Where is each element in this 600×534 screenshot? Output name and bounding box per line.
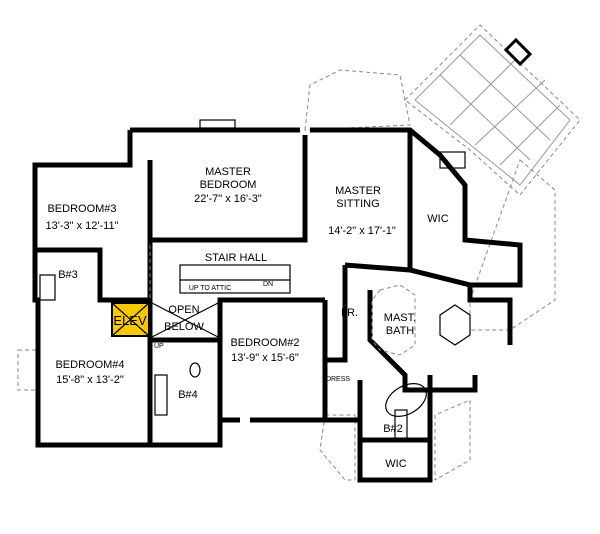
bath2-wic-label: WIC: [385, 458, 406, 470]
elevator-label: ELEV: [113, 313, 147, 328]
bedroom3-size: 13'-3" x 12'-11": [46, 220, 119, 232]
stair-up-label: UP: [154, 343, 164, 350]
master-sitting-size: 14'-2" x 17'-1": [328, 225, 396, 237]
walls: [32, 127, 523, 483]
laundry-label: LR.: [341, 307, 358, 319]
bedroom4-label: BEDROOM#4: [55, 359, 124, 371]
bath3-label: B#3: [58, 269, 78, 281]
stair-hall-label: STAIR HALL: [205, 252, 267, 264]
master-bedroom-label-2: BEDROOM: [200, 179, 257, 191]
master-bath-label: MAST.: [384, 312, 416, 324]
master-wic-label: WIC: [427, 213, 448, 225]
stair-up-to-attic: UP TO ATTIC: [189, 285, 231, 292]
master-bath-label-2: BATH: [386, 325, 415, 337]
bedroom4-size: 15'-8" x 13'-2": [56, 374, 124, 386]
master-bedroom-label: MASTER: [205, 166, 251, 178]
bedroom2-label: BEDROOM#2: [230, 337, 299, 349]
bedroom2-size: 13'-9" x 15'-6": [231, 352, 299, 364]
open-below-label-2: BELOW: [164, 321, 204, 333]
master-sitting-label-2: SITTING: [336, 198, 379, 210]
bath4-label: B#4: [178, 389, 198, 401]
master-bedroom-size: 22'-7" x 16'-3": [194, 193, 262, 205]
fixtures: [39, 245, 471, 441]
bedroom3-label: BEDROOM#3: [47, 203, 116, 215]
dress-label: DRESS: [326, 376, 350, 383]
open-below-label: OPEN: [168, 304, 199, 316]
stair-dn: DN: [263, 281, 273, 288]
master-sitting-label: MASTER: [335, 185, 381, 197]
bath2-label: B#2: [383, 423, 403, 435]
